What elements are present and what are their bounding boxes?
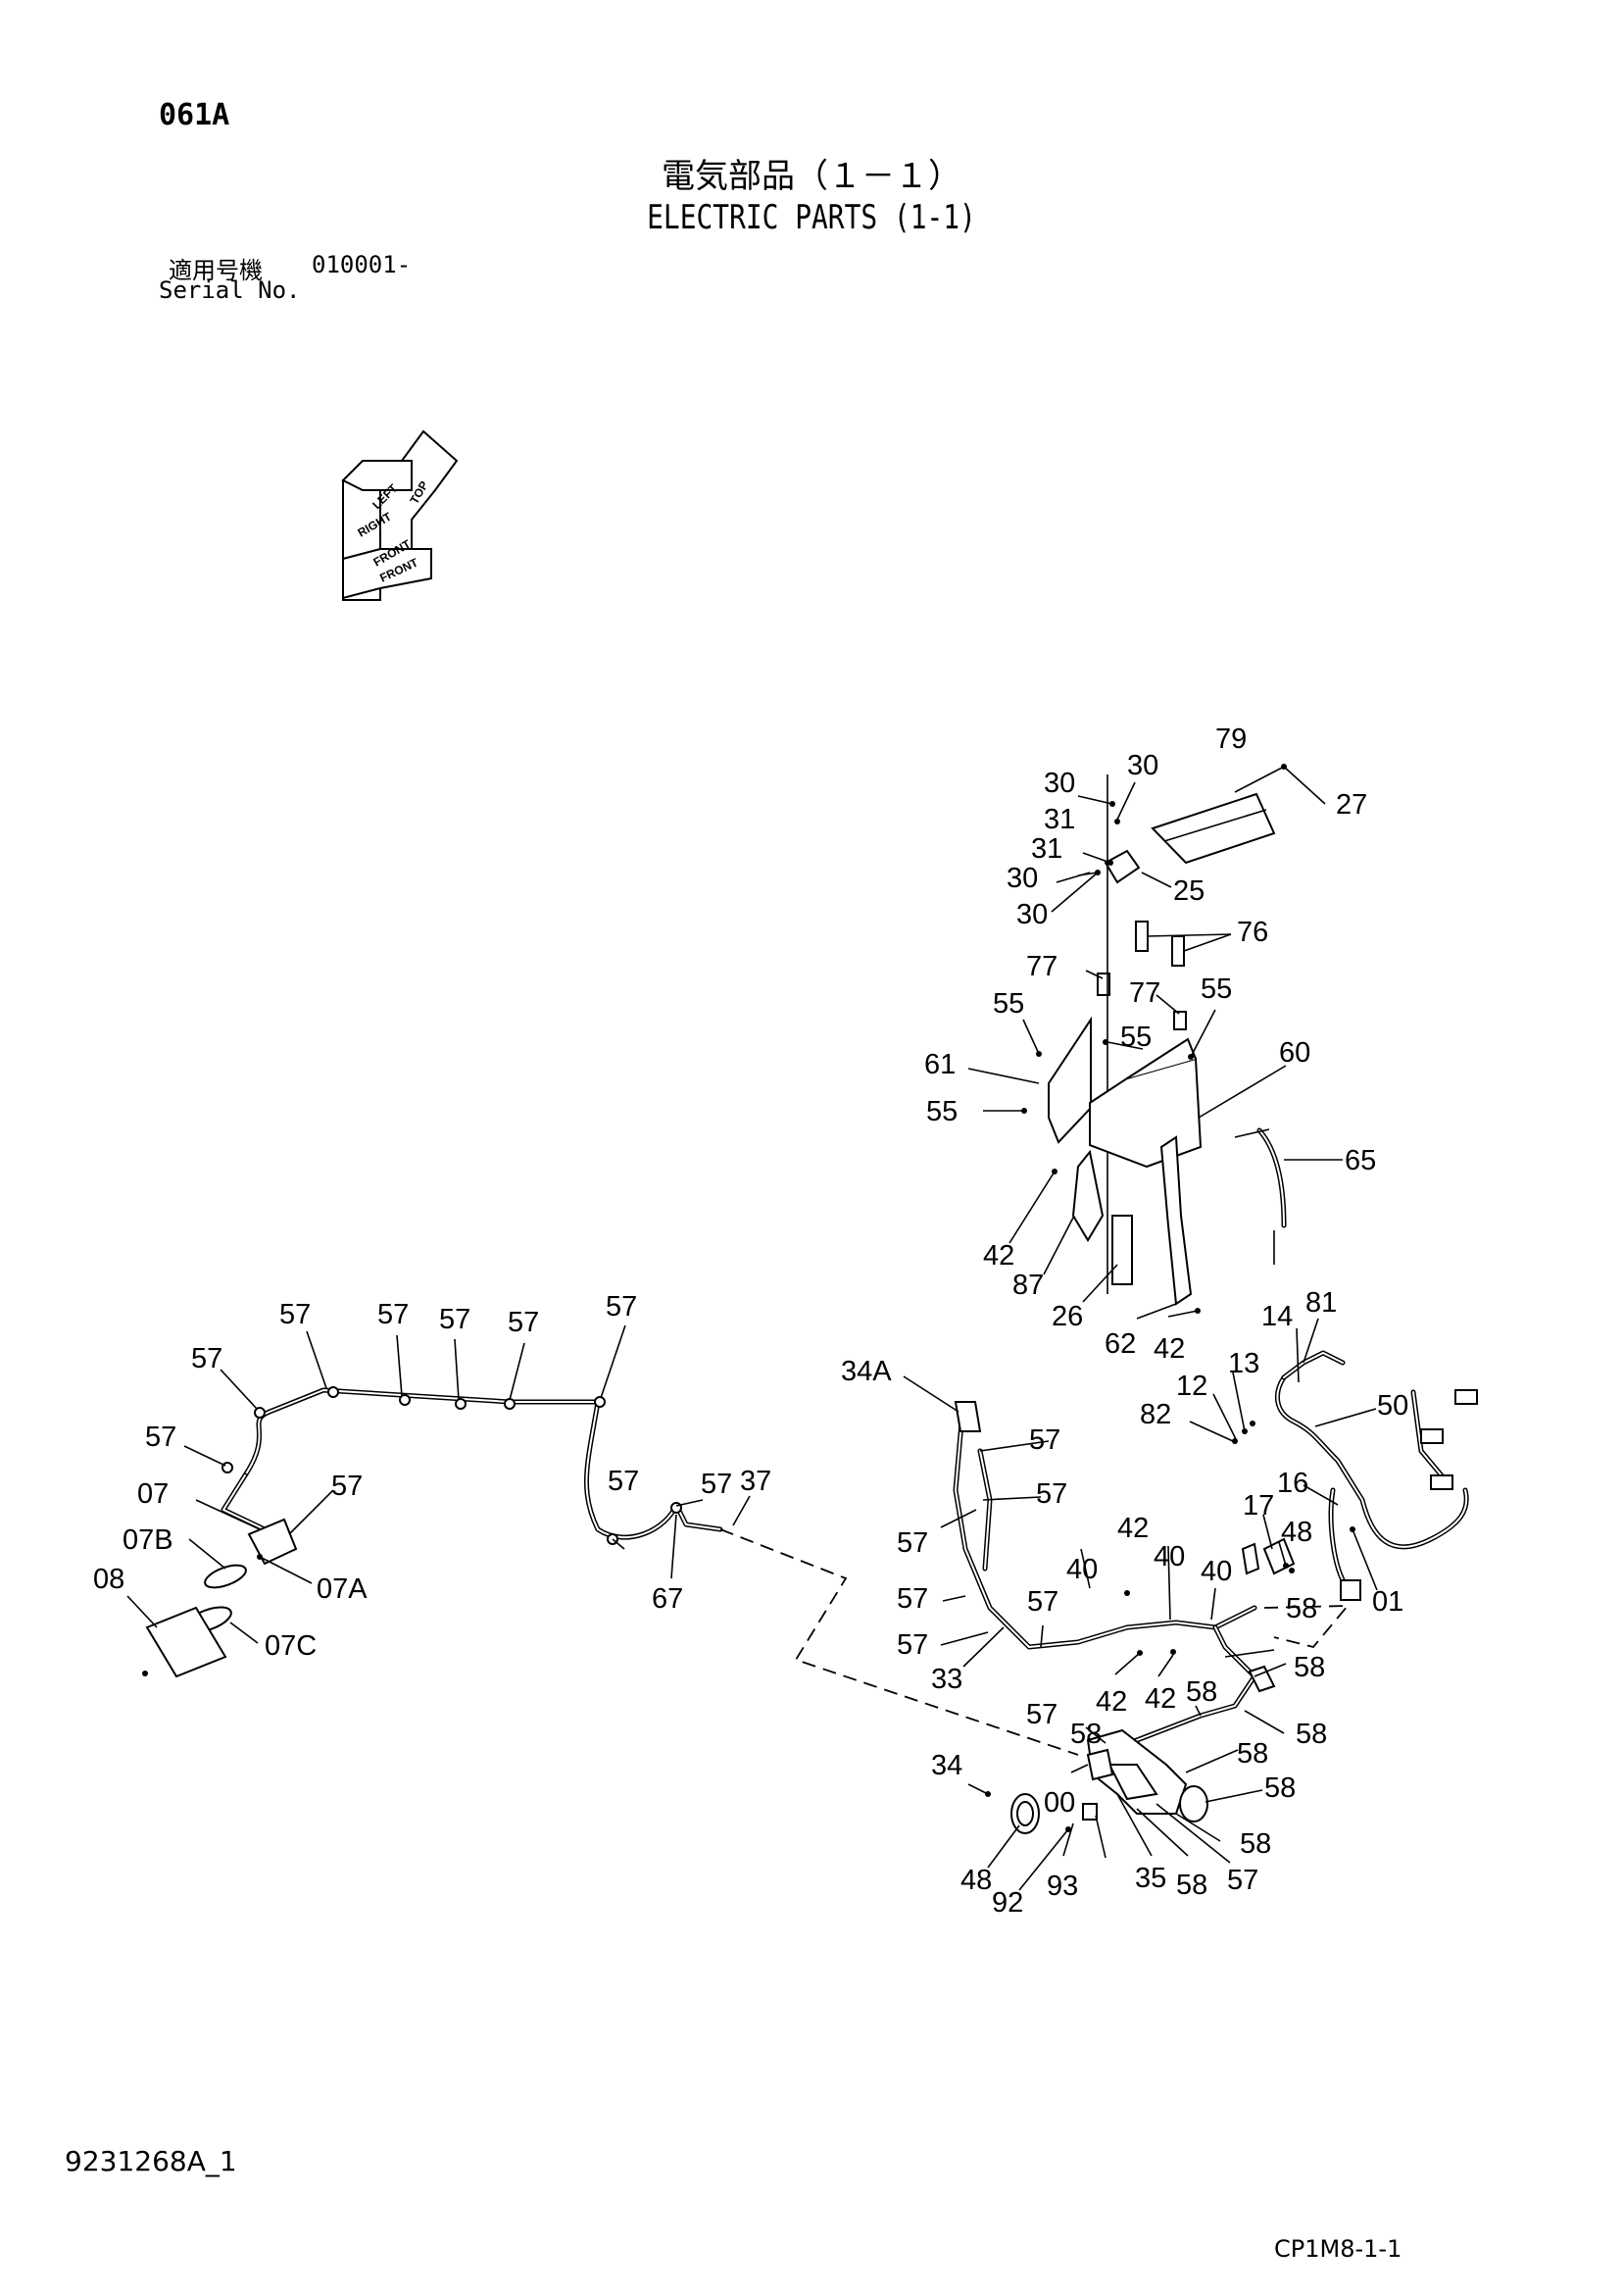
callout-17: 48: [1281, 1517, 1312, 1548]
callout-37: 37: [740, 1466, 771, 1497]
callout-16: 17: [1243, 1490, 1274, 1522]
callout-77: 77: [1026, 951, 1057, 982]
callout-57: 57: [1026, 1699, 1057, 1730]
callout-58: 57: [1227, 1865, 1258, 1896]
callout-31: 31: [1031, 833, 1062, 865]
lower-right-harness: [953, 1350, 1478, 1834]
callout-42: 42: [1154, 1333, 1185, 1365]
callout-57: 57: [331, 1471, 363, 1502]
callout-42: 42: [1117, 1513, 1149, 1544]
callout-13: 12: [1176, 1371, 1207, 1402]
callout-labels: 79 30 30 27 31 31 25 30 30 76 77 77 55 5…: [93, 724, 1408, 1919]
callout-34: 00: [1044, 1787, 1075, 1819]
callout-14: 13: [1228, 1348, 1259, 1379]
callout-00: 48: [960, 1865, 992, 1896]
callout-30: 30: [1007, 863, 1038, 894]
callout-65: 65: [1345, 1145, 1376, 1176]
callout-81: 14: [1261, 1301, 1293, 1332]
callout-57: 57: [279, 1299, 311, 1330]
callout-07: 07: [137, 1478, 169, 1510]
callout-50: 16: [1277, 1468, 1308, 1499]
callout-12: 82: [1140, 1399, 1171, 1430]
callout-55: 55: [993, 988, 1024, 1020]
callout-31: 31: [1044, 804, 1075, 835]
callout-58: 35: [1135, 1863, 1166, 1894]
callout-57: 57: [377, 1299, 409, 1330]
callout-48: 92: [992, 1887, 1023, 1919]
leader-lines: [126, 766, 1378, 1891]
callout-87: 87: [1012, 1270, 1044, 1301]
callout-07C: 07C: [265, 1630, 317, 1662]
callout-55: 55: [1201, 973, 1232, 1005]
callout-57: 57: [508, 1307, 539, 1338]
callout-55: 55: [1120, 1022, 1152, 1053]
callout-79: 79: [1215, 724, 1247, 755]
callout-25: 25: [1173, 875, 1205, 907]
serial-label-japanese: 適用号機: [169, 257, 263, 284]
callout-57: 57: [439, 1304, 470, 1335]
callout-58: 58: [1296, 1719, 1327, 1750]
callout-58: 58: [1286, 1593, 1317, 1624]
callout-57: 57: [897, 1583, 928, 1615]
callout-07A: 07A: [317, 1573, 368, 1605]
callout-40: 40: [1066, 1554, 1098, 1585]
callout-01: 34: [931, 1750, 962, 1781]
callout-92: 93: [1047, 1871, 1078, 1902]
callout-42: 42: [1145, 1683, 1176, 1715]
callout-57: 57: [701, 1469, 732, 1500]
callout-27: 27: [1336, 789, 1367, 821]
callout-35: 81: [1305, 1287, 1337, 1319]
callout-61: 61: [924, 1049, 956, 1080]
callout-30: 30: [1127, 750, 1158, 781]
callout-42: 42: [983, 1240, 1014, 1272]
callout-57: 57: [1029, 1424, 1060, 1456]
callout-08: 08: [93, 1564, 124, 1595]
document-number: 9231268A_1: [65, 2145, 237, 2177]
page-reference: CP1M8-1-1: [1274, 2235, 1402, 2263]
callout-57: 57: [897, 1527, 928, 1559]
serial-label-english: Serial No.: [159, 276, 301, 304]
left-harness: [142, 1386, 723, 1678]
callout-57: 57: [1036, 1478, 1067, 1510]
callout-82: 50: [1377, 1390, 1408, 1422]
callout-57: 57: [191, 1343, 222, 1374]
page-code: 061A: [159, 98, 230, 132]
callout-57: 57: [606, 1291, 637, 1323]
callout-34A: 34A: [841, 1356, 892, 1387]
callout-62: 62: [1105, 1328, 1136, 1360]
callout-26: 26: [1052, 1301, 1083, 1332]
callout-57: 57: [608, 1466, 639, 1497]
callout-58: 58: [1240, 1828, 1271, 1860]
routing-path-right: [1263, 1605, 1350, 1649]
callout-40: 40: [1201, 1556, 1232, 1587]
callout-07B: 07B: [123, 1524, 173, 1556]
callout-58: 58: [1264, 1772, 1296, 1804]
callout-58: 58: [1294, 1652, 1325, 1683]
callout-40: 40: [1154, 1541, 1185, 1572]
routing-path: [719, 1528, 1079, 1756]
serial-code: 010001-: [312, 251, 412, 278]
callout-58: 58: [1070, 1719, 1102, 1750]
upper-assembly: [1021, 764, 1287, 1314]
callout-60: 60: [1279, 1037, 1310, 1069]
callout-57: 58: [1176, 1870, 1207, 1901]
orientation-indicator: LEFT TOP RIGHT FRONT FRONT: [341, 429, 459, 601]
callout-42: 42: [1096, 1686, 1127, 1718]
callout-67: 67: [652, 1583, 683, 1615]
callout-55: 55: [926, 1096, 958, 1127]
callout-57: 58: [1237, 1738, 1268, 1770]
callout-33: 33: [931, 1664, 962, 1695]
callout-48: 01: [1372, 1586, 1403, 1618]
callout-77: 77: [1129, 977, 1160, 1009]
callout-30: 30: [1016, 899, 1048, 930]
callout-57: 57: [1027, 1586, 1058, 1618]
callout-57: 57: [145, 1422, 176, 1453]
callout-76: 76: [1237, 917, 1268, 948]
title-japanese: 電気部品（１－１）: [662, 157, 961, 196]
title-english: ELECTRIC PARTS (1-1): [647, 198, 976, 237]
callout-30: 30: [1044, 768, 1075, 799]
callout-57: 57: [897, 1629, 928, 1661]
callout-58: 58: [1186, 1676, 1217, 1708]
